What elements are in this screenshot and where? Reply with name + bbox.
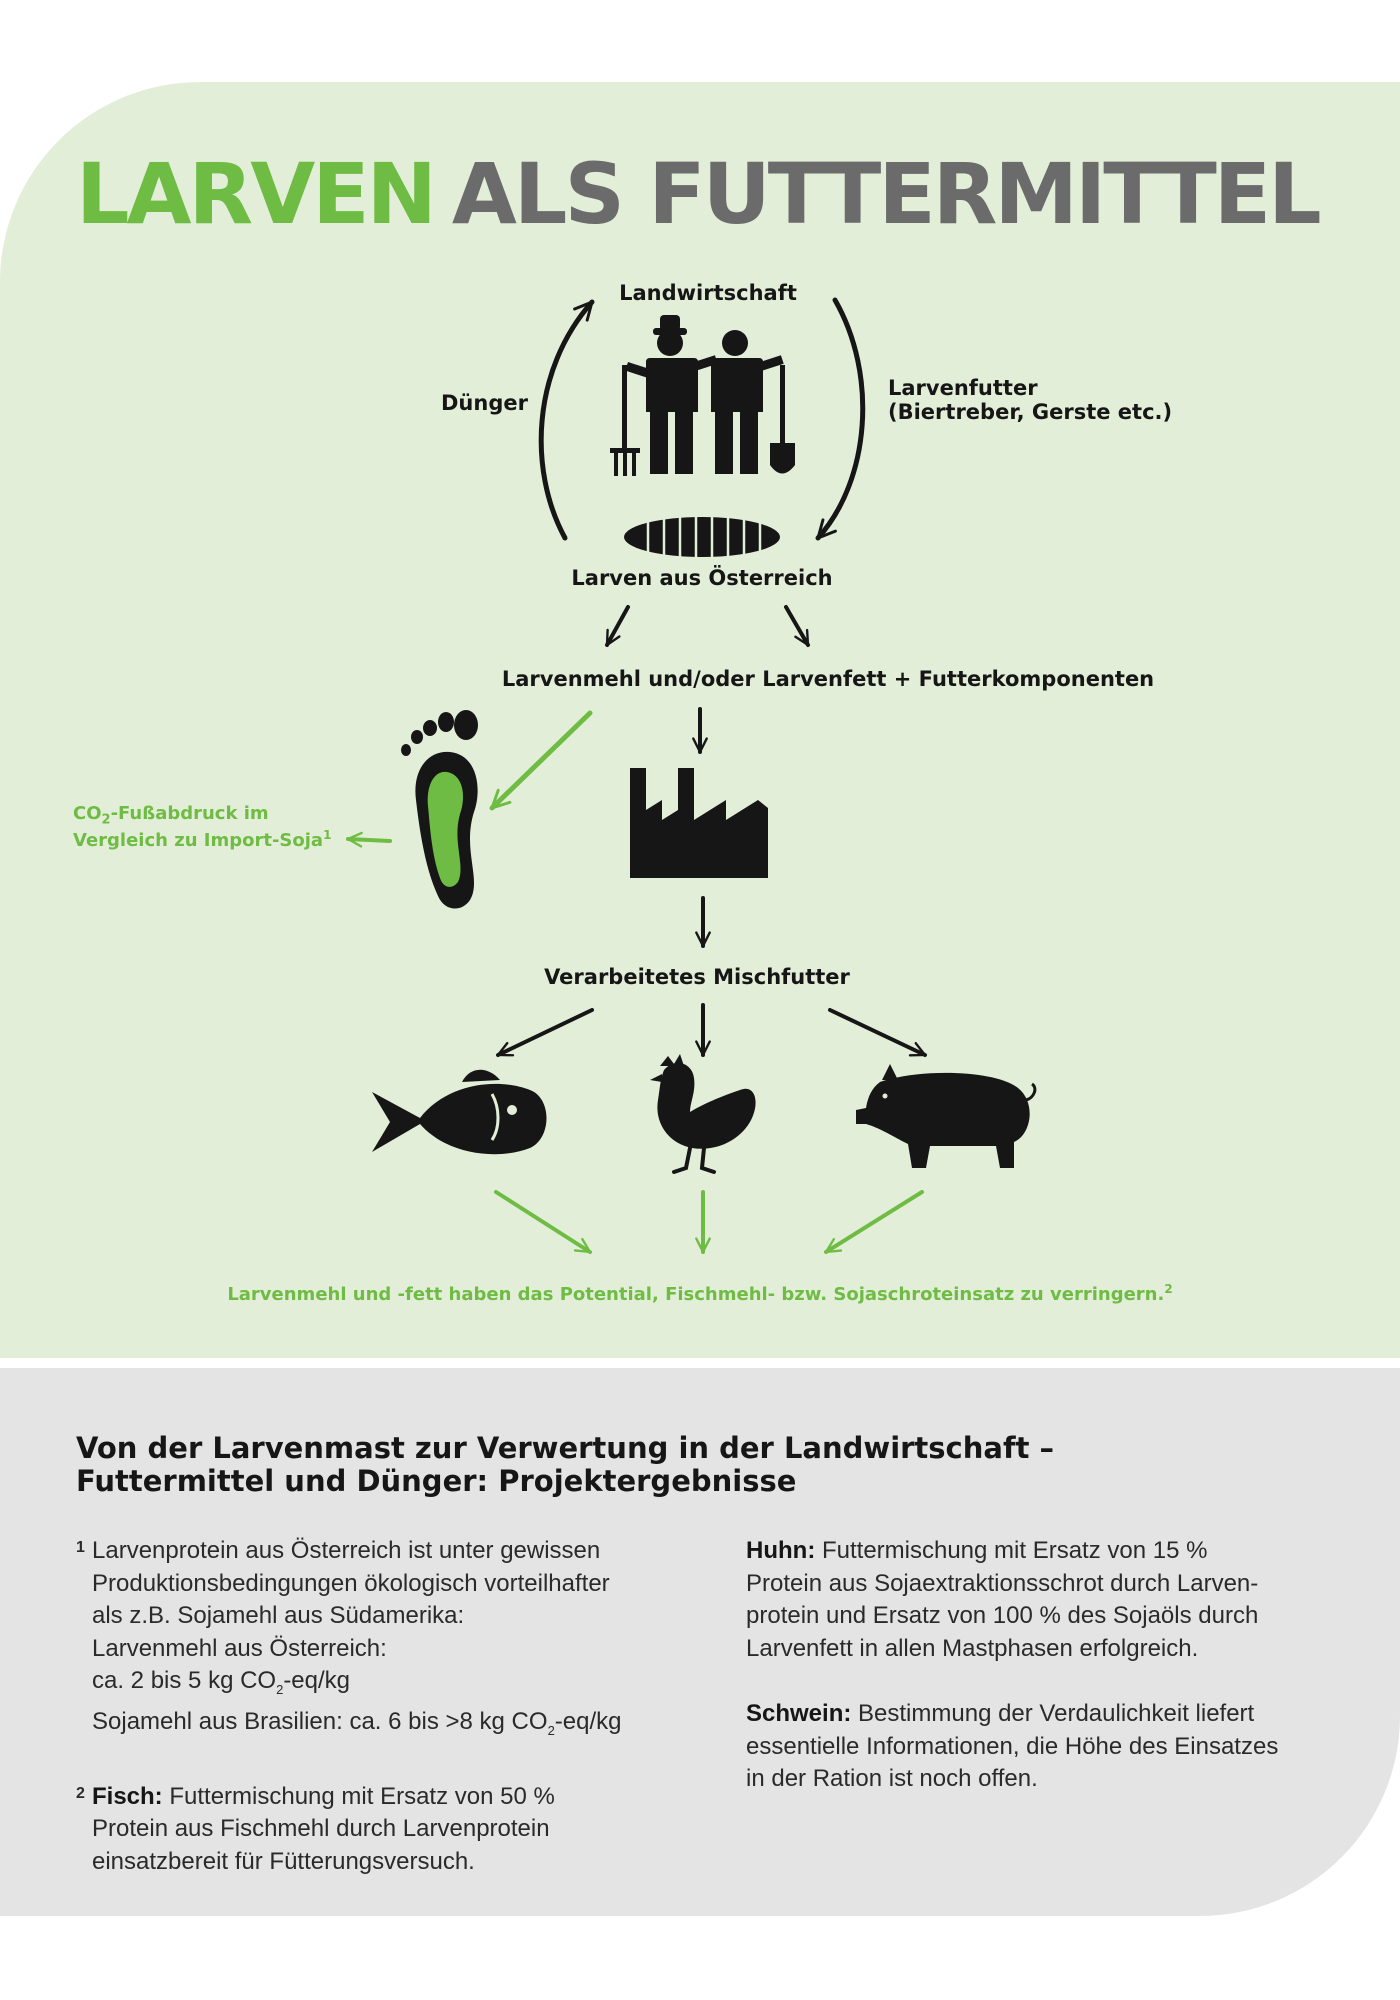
footnote-1-line: als z.B. Sojamehl aus Südamerika: — [92, 1602, 465, 1629]
fish-icon — [372, 1069, 547, 1155]
potential-text: Larvenmehl und -fett haben das Potential… — [227, 1284, 1165, 1305]
chicken-icon — [650, 1054, 756, 1174]
schwein-line: in der Ration ist noch offen. — [746, 1765, 1038, 1792]
footnote-2-line: Protein aus Fischmehl durch Larvenprotei… — [92, 1815, 550, 1843]
results-heading-line2: Futtermittel und Dünger: Projektergebnis… — [76, 1464, 797, 1499]
label-landwirtschaft: Landwirtschaft — [619, 281, 797, 305]
sojamehl-value: Sojamehl aus Brasilien: ca. 6 bis >8 kg … — [92, 1708, 548, 1736]
huhn-line: Protein aus Sojaextraktionsschrot durch … — [746, 1569, 1259, 1597]
farmer-icon — [610, 315, 795, 476]
schwein-line: essentielle Informationen, die Höhe des … — [746, 1732, 1279, 1760]
results-left-column: 1 Larvenprotein aus Österreich ist unter… — [76, 1535, 716, 1911]
huhn-line: Huhn: Futtermischung mit Ersatz von 15 % — [746, 1535, 1346, 1568]
footnote-1-line: Larvenprotein aus Österreich ist unter g… — [92, 1537, 601, 1564]
label-larven-aus-oesterreich: Larven aus Österreich — [571, 566, 833, 590]
arrow-to-footprint — [489, 710, 593, 811]
fisch-label: Fisch: — [92, 1782, 163, 1810]
feed-cycle-diagram — [346, 297, 1037, 1254]
cycle-arrow-left — [538, 299, 595, 541]
huhn-line: Larvenfett in allen Mastphasen erfolgrei… — [746, 1634, 1199, 1662]
label-duenger: Dünger — [441, 391, 528, 415]
label-co2-fussabdruck: CO2-Fußabdruck im Vergleich zu Import-So… — [73, 803, 332, 851]
co2-subscript: 2 — [101, 812, 111, 828]
factory-icon — [630, 768, 768, 878]
label-larvenfutter-line1: Larvenfutter — [888, 376, 1038, 400]
arrow-larvae-left — [605, 605, 630, 647]
co2-text: CO — [73, 803, 102, 824]
label-larvenfutter: Larvenfutter (Biertreber, Gerste etc.) — [888, 376, 1172, 424]
co2-fussabdruck-text: -Fußabdruck im — [110, 803, 269, 824]
potential-footnote-ref: 2 — [1164, 1282, 1173, 1296]
footnote-1: 1 Larvenprotein aus Österreich ist unter… — [76, 1535, 716, 1748]
cycle-arrow-right — [815, 297, 866, 541]
footnote-2-number: 2 — [76, 1784, 85, 1802]
footnote-2: 2 Fisch: Futtermischung mit Ersatz von 5… — [76, 1781, 716, 1879]
unit-text: -eq/kg — [283, 1667, 351, 1694]
label-larvenfutter-line2: (Biertreber, Gerste etc.) — [888, 400, 1173, 425]
footprint-icon — [401, 710, 478, 909]
arrow-to-pig — [828, 1008, 927, 1057]
arrow-larvae-right — [784, 605, 810, 647]
results-right-column: Huhn: Futtermischung mit Ersatz von 15 %… — [746, 1535, 1346, 1829]
co2-subscript: 2 — [276, 1681, 284, 1697]
footnote-1-line: ca. 2 bis 5 kg CO2-eq/kg — [92, 1665, 716, 1706]
arrow-fish-potential — [494, 1190, 592, 1254]
schwein-result: Schwein: Bestimmung der Verdaulichkeit l… — [746, 1698, 1346, 1796]
co2-subscript: 2 — [547, 1723, 555, 1739]
label-larvenmehl-komponenten: Larvenmehl und/oder Larvenfett + Futterk… — [501, 667, 1155, 691]
unit-text: -eq/kg — [554, 1708, 622, 1736]
results-panel — [0, 1368, 1400, 1916]
footnote-1-line: Produktionsbedingungen ökologisch vortei… — [92, 1569, 610, 1597]
huhn-line: protein und Ersatz von 100 % des Sojaöls… — [746, 1602, 1259, 1629]
results-heading-line1: Von der Larvenmast zur Verwertung in der… — [76, 1431, 1055, 1465]
arrow-pig-potential — [824, 1190, 924, 1254]
huhn-text: Futtermischung mit Ersatz von 15 % — [815, 1537, 1208, 1564]
label-verarbeitetes-mischfutter: Verarbeitetes Mischfutter — [544, 965, 850, 989]
results-heading: Von der Larvenmast zur Verwertung in der… — [76, 1431, 1176, 1499]
footnote-1-number: 1 — [76, 1539, 85, 1556]
label-potential: Larvenmehl und -fett haben das Potential… — [227, 1282, 1173, 1306]
title-larven: LARVEN — [76, 145, 437, 243]
schwein-label: Schwein: — [746, 1700, 852, 1727]
schwein-line: Schwein: Bestimmung der Verdaulichkeit l… — [746, 1698, 1346, 1731]
co2-footnote-ref: 1 — [323, 827, 332, 842]
huhn-result: Huhn: Futtermischung mit Ersatz von 15 %… — [746, 1535, 1346, 1665]
footnote-1-line: Sojamehl aus Brasilien: ca. 6 bis >8 kg … — [92, 1706, 716, 1747]
arrow-to-fish — [496, 1008, 594, 1057]
larva-icon — [624, 517, 780, 557]
footnote-2-line: einsatzbereit für Fütterungsversuch. — [92, 1847, 475, 1875]
footnote-2-line: Fisch: Futtermischung mit Ersatz von 50 … — [92, 1781, 716, 1814]
title-als-futtermittel: ALS FUTTERMITTEL — [451, 145, 1322, 243]
arrow-to-co2 — [346, 831, 392, 848]
huhn-label: Huhn: — [746, 1537, 816, 1564]
footnote-1-line: Larvenmehl aus Österreich: — [92, 1634, 387, 1662]
co2-vergleich-text: Vergleich zu Import-Soja — [73, 829, 324, 851]
schwein-text: Bestimmung der Verdaulichkeit liefert — [851, 1700, 1255, 1727]
fisch-text: Futtermischung mit Ersatz von 50 % — [162, 1782, 555, 1810]
pig-icon — [856, 1064, 1037, 1168]
larvenmehl-value: ca. 2 bis 5 kg CO — [92, 1667, 277, 1694]
